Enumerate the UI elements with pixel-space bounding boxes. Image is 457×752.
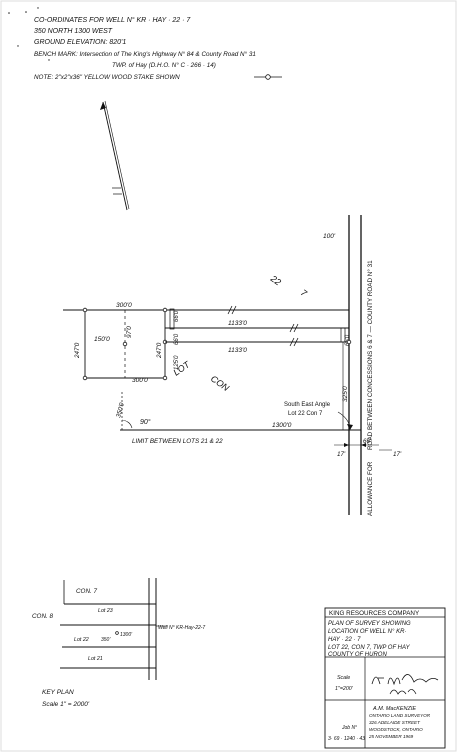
title-block: KING RESOURCES COMPANY PLAN OF SURVEY SH… xyxy=(324,607,446,749)
allowance-label: ALLOWANCE FOR xyxy=(367,461,374,516)
dim-247-left: 247'0 xyxy=(74,342,81,359)
lot-number: 22 xyxy=(268,273,283,288)
dim-17-left: 17' xyxy=(337,451,346,458)
dim-97: 97'0 xyxy=(126,326,133,338)
south-east-angle-label: South East Angle xyxy=(284,402,331,408)
job-label: Job N° xyxy=(341,725,357,731)
dim-66-road: 66' xyxy=(363,438,372,445)
surveyor-name: A.M. MacKENZIE xyxy=(372,706,416,712)
stake-symbol-icon xyxy=(254,74,282,80)
key-well-icon xyxy=(115,631,119,635)
title-line-2: LOCATION OF WELL N° KR· xyxy=(328,629,406,635)
dim-66-b: 66'0 xyxy=(174,333,180,345)
address-2: WOODSTOCK, ONTARIO xyxy=(369,727,423,732)
bench-mark-cont: TWP. of Hay (D.H.O. N° C · 266 · 14) xyxy=(112,61,216,69)
key-con8: CON. 8 xyxy=(32,613,53,620)
coordinates-values: 350 NORTH 1300 WEST xyxy=(34,28,113,35)
stake-icon xyxy=(162,375,168,381)
main-plan: ROAD BETWEEN CONCESSIONS 6 & 7 — COUNTY … xyxy=(63,215,402,516)
key-lot21: Lot 21 xyxy=(88,656,103,662)
dim-300-top: 300'0 xyxy=(116,302,132,309)
dim-1133-bottom: 1133'0 xyxy=(228,347,247,354)
title-line-5: COUNTY OF HURON xyxy=(328,652,387,658)
limit-label: LIMIT BETWEEN LOTS 21 & 22 xyxy=(132,438,223,445)
dim-150: 150'0 xyxy=(94,336,110,343)
angle-90: 90° xyxy=(140,418,151,426)
title-line-3: HAY · 22 · 7 xyxy=(328,637,361,643)
south-east-ref: Lot 22 Con 7 xyxy=(288,411,323,417)
stake-icon xyxy=(82,375,88,381)
dim-247-mid: 247'0 xyxy=(156,342,163,359)
dim-325: 325'0 xyxy=(342,386,349,402)
key-plan-scale: Scale 1" = 2000' xyxy=(42,701,90,708)
notes-block: CO-ORDINATES FOR WELL N° KR · HAY · 22 ·… xyxy=(8,7,282,81)
bench-mark: BENCH MARK: Intersection of The King's H… xyxy=(34,50,256,58)
company-name: KING RESOURCES COMPANY xyxy=(329,610,420,617)
key-dim-350: 350' xyxy=(101,637,111,643)
date: 25 NOVEMBER 1969 xyxy=(368,734,414,739)
north-arrow-icon xyxy=(100,100,130,211)
con-word: CON xyxy=(209,373,232,393)
well-stake-icon xyxy=(122,341,128,347)
address-1: 326 ADELAIDE STREET xyxy=(369,720,421,725)
key-plan: CON. 7 CON. 8 Lot 23 Lot 22 Lot 21 350' … xyxy=(32,578,205,708)
scale-value: 1"=200' xyxy=(335,686,354,692)
dim-300-bottom: 300'0 xyxy=(132,377,148,384)
ground-elevation: GROUND ELEVATION: 820'1 xyxy=(34,39,126,46)
dim-1133-top: 1133'0 xyxy=(228,320,247,327)
key-dim-1300: 1300' xyxy=(120,632,133,638)
key-con7: CON. 7 xyxy=(76,588,97,595)
title-line-1: PLAN OF SURVEY SHOWING xyxy=(328,621,411,627)
coordinates-title: CO-ORDINATES FOR WELL N° KR · HAY · 22 ·… xyxy=(34,16,191,24)
dim-1300: 1300'0 xyxy=(272,422,292,429)
stake-icon xyxy=(82,307,88,313)
key-lot23: Lot 23 xyxy=(98,608,113,614)
stake-icon xyxy=(346,339,352,345)
key-plan-title: KEY PLAN xyxy=(42,689,74,696)
dim-66-a: 66'0 xyxy=(174,310,180,322)
dim-100: 100' xyxy=(323,233,336,240)
road-label: ROAD BETWEEN CONCESSIONS 6 & 7 — COUNTY … xyxy=(366,260,374,450)
signature-image xyxy=(371,674,439,695)
key-lot22: Lot 22 xyxy=(74,637,89,643)
stake-icon xyxy=(162,307,168,313)
dim-350: 350'0 xyxy=(115,402,126,419)
scale-label: Scale xyxy=(337,675,350,681)
dim-17-right: 17' xyxy=(393,451,402,458)
job-value: 3· 69 · 1240 · 43 xyxy=(328,736,365,742)
stake-note: NOTE: 2"x2"x36" YELLOW WOOD STAKE SHOWN xyxy=(34,74,180,81)
dim-125: 125'0 xyxy=(174,355,180,370)
key-well-label: Well N° KR-Hay-22-7 xyxy=(158,625,205,631)
con-number: 7 xyxy=(299,287,310,299)
title-line-4: LOT 22, CON 7, TWP OF HAY xyxy=(328,645,411,651)
surveyor-title: ONTARIO LAND SURVEYOR xyxy=(369,713,431,718)
